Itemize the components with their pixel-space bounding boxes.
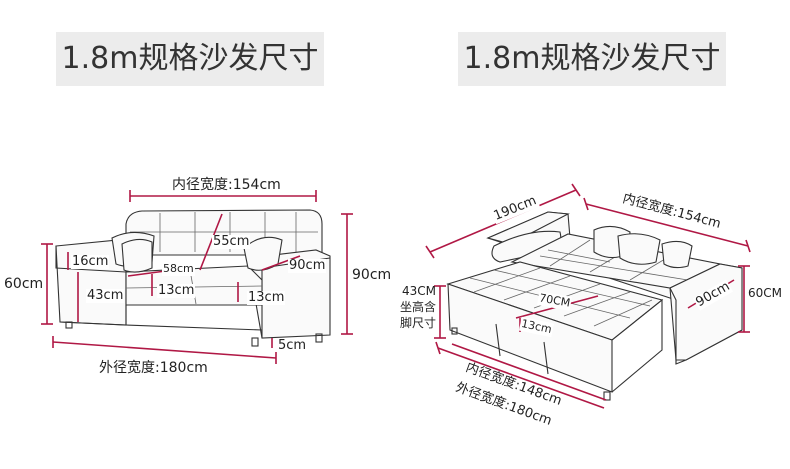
left-total-height-label: 90cm bbox=[352, 267, 392, 283]
left-cushion-13-left-label: 13cm bbox=[157, 283, 196, 298]
right-title: 1.8m规格沙发尺寸 bbox=[458, 32, 726, 86]
left-seat-height-label: 43cm bbox=[86, 288, 125, 303]
left-side-height-label: 60cm bbox=[4, 276, 44, 292]
left-sofa-drawing bbox=[55, 209, 331, 347]
left-leg-label: 5cm bbox=[277, 338, 308, 353]
left-cushion-13-right-label: 13cm bbox=[247, 290, 286, 305]
left-inner-width-label: 内径宽度:154cm bbox=[171, 177, 282, 193]
left-back-depth-label: 55cm bbox=[212, 234, 251, 249]
right-height-60-label: 60CM bbox=[748, 286, 783, 300]
left-arm-depth-label: 90cm bbox=[288, 258, 327, 273]
left-arm-16-label: 16cm bbox=[71, 254, 110, 269]
right-seat-height-line2: 脚尺寸 bbox=[400, 316, 437, 330]
left-seat-depth-label: 58cm bbox=[162, 262, 195, 276]
left-title: 1.8m规格沙发尺寸 bbox=[56, 32, 324, 86]
right-seat-height-line1: 坐高含 bbox=[400, 300, 437, 314]
left-outer-width-label: 外径宽度:180cm bbox=[98, 360, 209, 376]
right-seat-height-value: 43CM bbox=[402, 284, 437, 298]
left-dimension-lines bbox=[41, 190, 353, 364]
